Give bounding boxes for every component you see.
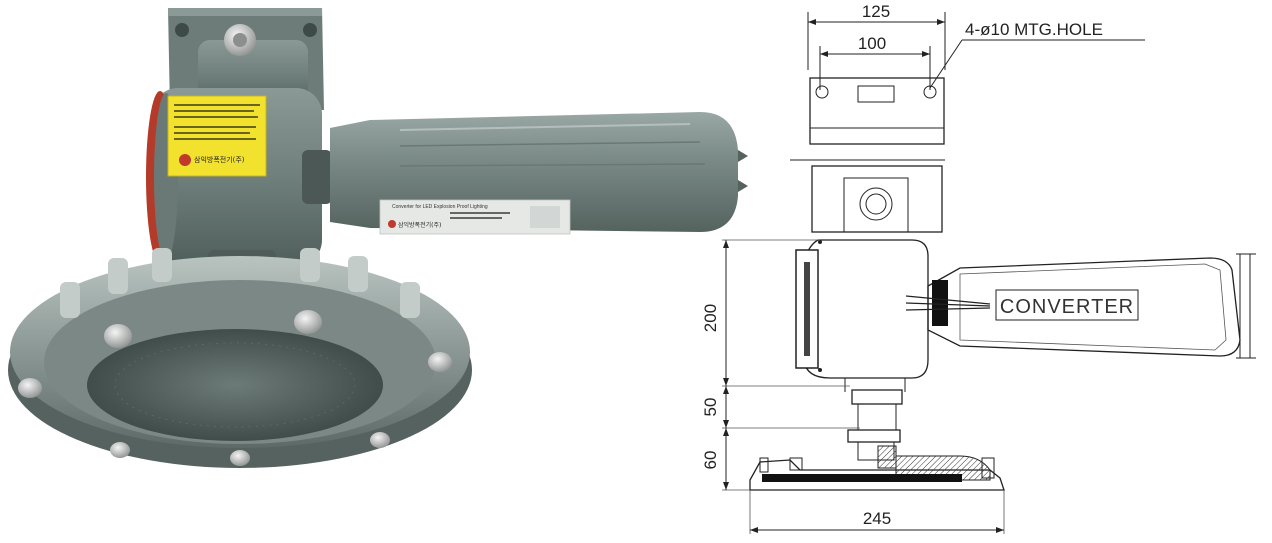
dimension-100: 100 — [819, 34, 931, 90]
brand-logo-icon — [179, 154, 191, 166]
lens — [87, 329, 383, 441]
dimension-50-label: 50 — [701, 398, 720, 417]
dimension-125-label: 125 — [862, 2, 890, 21]
dimension-200-label: 200 — [701, 304, 720, 332]
warning-label: 삼익방폭전기(주) — [167, 95, 267, 177]
dimension-125: 125 — [807, 2, 946, 70]
dimension-245: 245 — [749, 490, 1005, 534]
product-photo: 삼익방폭전기(주) Converter for LED Explosion Pr… — [8, 8, 748, 468]
junction-body — [790, 159, 945, 233]
converter-label-title: Converter for LED Explosion Proof Lighti… — [392, 204, 488, 210]
fixture-section — [749, 455, 1005, 491]
converter-label: CONVERTER — [1000, 296, 1134, 318]
led-plate — [762, 474, 962, 482]
converter-outline: CONVERTER — [905, 253, 1256, 359]
label-brand: 삼익방폭전기(주) — [194, 155, 245, 164]
housing-outline — [795, 239, 929, 392]
technical-drawing: 125 100 4-ø10 MTG.HOLE — [701, 2, 1256, 534]
fixture-ring — [8, 248, 472, 468]
dimension-100-label: 100 — [858, 34, 886, 53]
mounting-hole-callout: 4-ø10 MTG.HOLE — [929, 20, 1145, 89]
converter-tube: Converter for LED Explosion Proof Lighti… — [330, 112, 748, 235]
dimension-60-label: 60 — [701, 451, 720, 470]
dimension-50: 50 — [701, 385, 850, 428]
converter-brand-logo-icon — [388, 220, 396, 228]
neck — [847, 389, 903, 469]
dimension-200: 200 — [701, 239, 820, 386]
bracket-plate — [809, 77, 945, 145]
mounting-hole-note: 4-ø10 MTG.HOLE — [965, 20, 1103, 39]
dimension-245-label: 245 — [863, 509, 891, 528]
dimension-60: 60 — [701, 427, 860, 491]
cable-gland — [932, 280, 948, 326]
converter-label-brand: 삼익방폭전기(주) — [398, 221, 441, 229]
